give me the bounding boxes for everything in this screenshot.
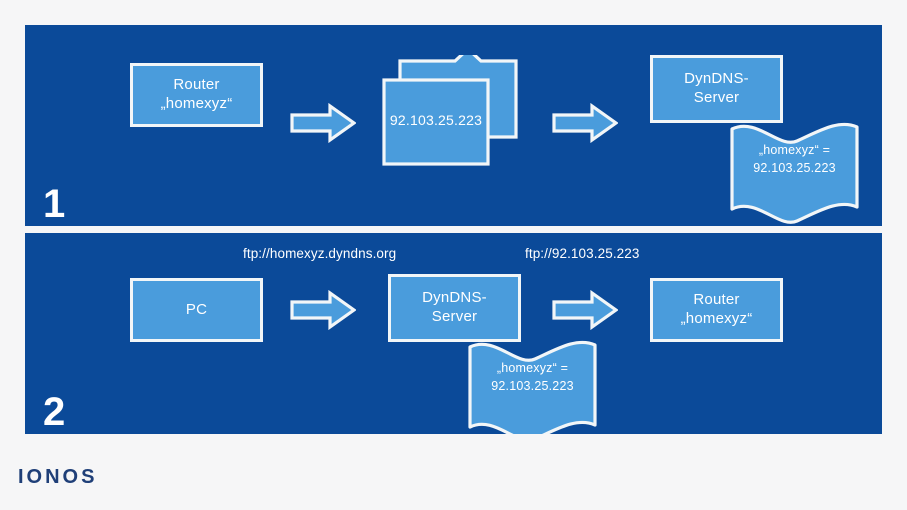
step-number-2: 2 [43,390,66,434]
flag-step1-line3: 92.103.25.223 [753,161,836,176]
arrow-dyndns-to-router [552,290,618,330]
dns-record-flag-step1-text: „homexyz“ = 92.103.25.223 [735,141,854,177]
dns-record-flag-step1: „homexyz“ = 92.103.25.223 [727,115,862,225]
node-router-step2-line1: Router [693,291,740,309]
flag-step2-line2: = [560,361,569,375]
node-dyndns-server-step1: DynDNS- Server [650,55,783,123]
caption-ftp-ip: ftp://92.103.25.223 [525,246,640,261]
panel-step-1: 1 Router „homexyz“ [25,25,882,226]
arrow-router-to-packet [290,103,356,143]
node-pc-step2: PC [130,278,263,342]
dns-record-flag-step2-text: „homexyz“ = 92.103.25.223 [473,359,592,395]
arrow-packet-to-dyndns [552,103,618,143]
node-pc-step2-label: PC [185,300,208,318]
node-router-step1-line2: „homexyz“ [160,95,233,112]
flag-step2-line1: „homexyz“ [496,361,557,375]
flag-step1-line1: „homexyz“ [758,143,819,157]
node-dyndns-server-step2-line2: Server [431,308,478,325]
packet-stack-step1: 92.103.25.223 [380,55,520,167]
panel-step-1-clip: 1 Router „homexyz“ [25,25,882,226]
node-router-step2: Router „homexyz“ [650,278,783,342]
node-router-step1: Router „homexyz“ [130,63,263,127]
step-number-1: 1 [43,182,66,226]
node-dyndns-server-step1-line2: Server [693,89,740,106]
node-dyndns-server-step1-line1: DynDNS- [684,70,749,88]
flag-step2-line3: 92.103.25.223 [491,379,574,394]
caption-ftp-hostname: ftp://homexyz.dyndns.org [243,246,397,261]
dns-record-flag-step2: „homexyz“ = 92.103.25.223 [465,333,600,434]
node-dyndns-server-step2: DynDNS- Server [388,274,521,342]
arrow-pc-to-dyndns [290,290,356,330]
node-dyndns-server-step2-line1: DynDNS- [422,289,487,307]
panel-step-2-clip: 2 ftp://homexyz.dyndns.org ftp://92.103.… [25,233,882,434]
node-router-step1-line1: Router [173,76,220,94]
node-router-step2-line2: „homexyz“ [680,310,753,327]
ionos-logo: IONOS [18,466,98,488]
panel-step-2: 2 ftp://homexyz.dyndns.org ftp://92.103.… [25,233,882,434]
flag-step1-line2: = [822,143,831,157]
packet-ip-label-step1: 92.103.25.223 [389,112,483,128]
